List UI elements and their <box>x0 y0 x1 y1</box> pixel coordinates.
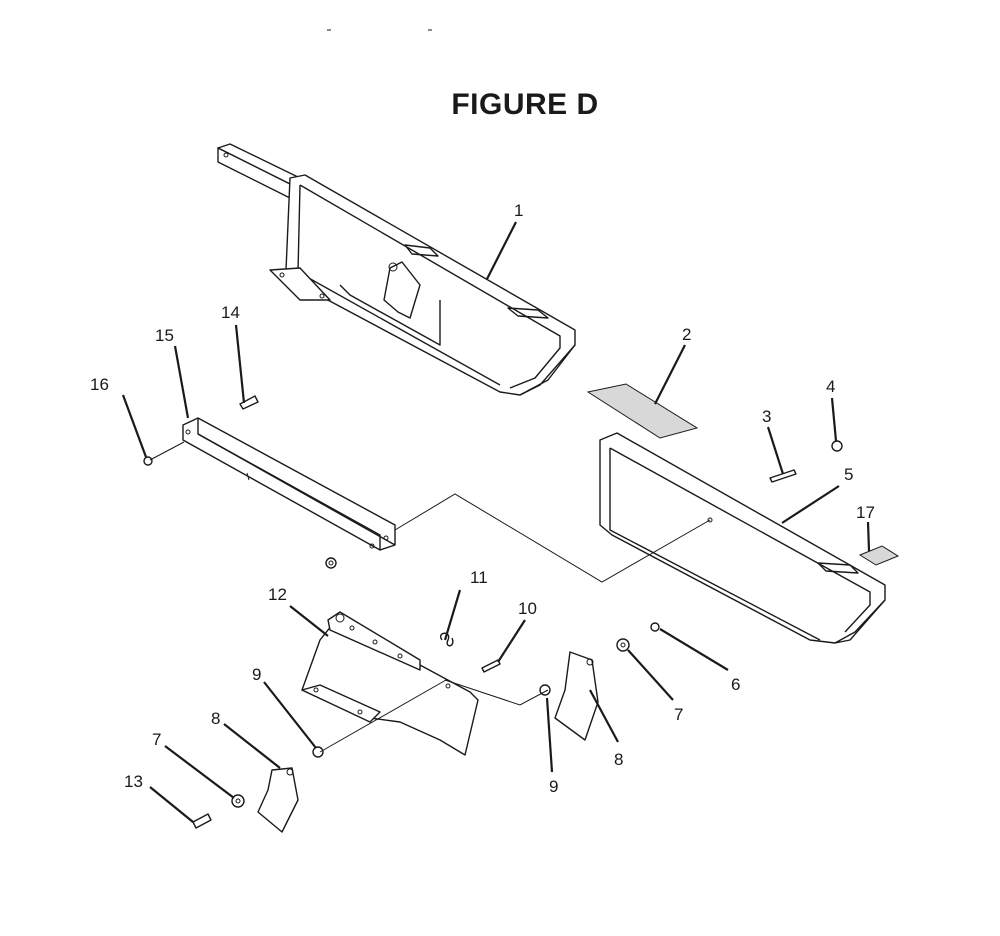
part-10-pin <box>481 659 501 673</box>
callout-2: 2 <box>682 325 691 344</box>
part-5-extension-wing <box>599 432 886 644</box>
callout-3: 3 <box>762 407 771 426</box>
washer <box>325 557 337 569</box>
part-2-label <box>586 383 699 439</box>
part-1-extension-wing <box>217 143 576 396</box>
part-14-bolt <box>239 395 259 410</box>
callout-9-left: 9 <box>252 665 261 684</box>
part-8-pawl <box>554 651 599 741</box>
part-4-nut <box>831 440 843 452</box>
callout-5: 5 <box>844 465 853 484</box>
callout-1: 1 <box>514 201 523 220</box>
assembly-line <box>444 679 549 706</box>
callout-6: 6 <box>731 675 740 694</box>
callout-leaders <box>121 221 871 823</box>
callout-11: 11 <box>470 568 488 587</box>
callout-4: 4 <box>826 377 835 396</box>
callout-9-right: 9 <box>549 777 558 796</box>
callout-7-right: 7 <box>674 705 683 724</box>
callout-8-left: 8 <box>211 709 220 728</box>
part-3-pin <box>769 469 797 483</box>
callout-14: 14 <box>221 303 240 322</box>
callout-16: 16 <box>90 375 109 394</box>
callout-12: 12 <box>268 585 287 604</box>
callout-10: 10 <box>518 599 537 618</box>
part-16-nut <box>143 456 153 466</box>
part-6-nut <box>650 622 660 632</box>
callout-8-right: 8 <box>614 750 623 769</box>
figure-title: FIGURE D <box>451 88 599 121</box>
assembly-line <box>319 679 447 753</box>
callout-17: 17 <box>856 503 875 522</box>
part-11-spring <box>440 632 454 647</box>
part-7-washer <box>231 794 245 808</box>
part-13-bolt <box>192 813 212 829</box>
part-8-pawl <box>257 767 299 833</box>
part-12-bracket <box>301 611 479 756</box>
callout-numbers: 1 2 3 4 5 6 7 7 8 8 9 9 10 11 12 13 14 1… <box>90 201 875 796</box>
assembly-line <box>394 493 711 583</box>
part-9-bushing <box>312 746 324 758</box>
callout-15: 15 <box>155 326 174 345</box>
callout-7-left: 7 <box>152 730 161 749</box>
callout-13: 13 <box>124 772 143 791</box>
assembly-line <box>149 441 185 461</box>
part-7-washer <box>616 638 630 652</box>
part-15-rail <box>182 417 396 551</box>
part-17-label <box>858 545 900 566</box>
